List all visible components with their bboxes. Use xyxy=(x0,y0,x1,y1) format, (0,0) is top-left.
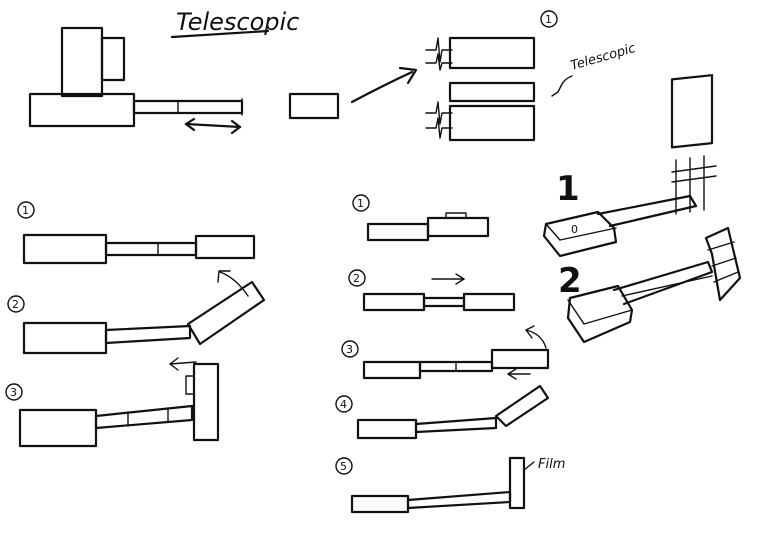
step-number: 1 xyxy=(545,13,552,26)
upper-block xyxy=(60,26,104,98)
push-arrow-head xyxy=(169,357,179,371)
film-plate xyxy=(508,456,526,510)
base-block xyxy=(366,222,430,242)
telescopic-note: Telescopic xyxy=(569,41,637,74)
base-block xyxy=(22,233,108,265)
spring-mark xyxy=(425,53,453,71)
film-frame xyxy=(704,226,742,302)
end-block xyxy=(194,234,256,260)
step-circle xyxy=(17,201,35,219)
rotate-arrow xyxy=(219,271,249,297)
step-circle xyxy=(348,269,366,287)
step-number: 1 xyxy=(22,204,29,217)
plate-clip xyxy=(185,375,195,395)
step-circle xyxy=(352,194,370,212)
box-block xyxy=(542,210,618,258)
step-circle xyxy=(335,395,353,413)
base-block xyxy=(350,494,410,514)
step-number: 1 xyxy=(357,197,364,210)
perspective-arm xyxy=(612,260,714,306)
double-arrow xyxy=(184,122,242,129)
box-mark: 0 xyxy=(571,223,578,236)
step-circle xyxy=(335,457,353,475)
perspective-arm xyxy=(596,194,698,228)
base-block xyxy=(18,408,98,448)
return-arrow-head xyxy=(507,368,517,380)
upper-block-side xyxy=(100,36,126,82)
rotate-arrow-head xyxy=(525,325,535,339)
middle-sequence: 1 2 3 4 5 Film xyxy=(335,194,565,514)
base-block xyxy=(356,418,418,440)
push-arrow xyxy=(169,361,197,365)
box-edge xyxy=(567,299,633,325)
step-circle xyxy=(540,10,558,28)
film-frame xyxy=(670,74,714,149)
step-number-large: 2 xyxy=(558,261,582,301)
tilted-end-block xyxy=(494,384,550,428)
frame-grid xyxy=(671,155,717,215)
step-number: 2 xyxy=(12,298,19,311)
note-leader xyxy=(551,75,573,97)
step-number: 4 xyxy=(340,398,347,411)
step-number: 3 xyxy=(346,343,353,356)
rotate-arrow-head xyxy=(217,270,231,283)
spring-mark xyxy=(425,37,453,63)
box-block xyxy=(566,284,634,344)
step-number: 5 xyxy=(340,460,347,473)
slider-block xyxy=(462,292,516,312)
telescope-arm xyxy=(406,490,512,510)
film-label: Film xyxy=(538,457,565,472)
slider-tab xyxy=(445,212,467,219)
base-block xyxy=(362,292,426,312)
step-number: 3 xyxy=(10,386,17,399)
base-block xyxy=(22,321,108,355)
curved-arrow-head xyxy=(398,66,418,85)
step-circle xyxy=(341,340,359,358)
end-block xyxy=(288,92,340,120)
telescope-arm xyxy=(104,324,192,345)
stack-plate-bottom xyxy=(448,104,536,142)
tilted-end-block xyxy=(186,280,266,346)
telescope-arm xyxy=(422,296,466,308)
telescope-arm xyxy=(132,99,244,115)
step-number-large: 1 xyxy=(556,169,580,209)
base-block xyxy=(362,360,422,380)
telescope-arm xyxy=(94,404,194,430)
spring-mark xyxy=(425,101,453,125)
box-edge xyxy=(545,223,617,241)
stack-plate-top xyxy=(448,36,536,70)
step-circle xyxy=(5,383,23,401)
main-telescopic-sketch xyxy=(28,26,340,135)
title: Telescopic xyxy=(176,8,299,36)
film-leader xyxy=(523,461,535,471)
curved-arrow xyxy=(350,70,414,104)
double-arrow-left-head xyxy=(184,117,196,132)
rotate-arrow xyxy=(525,329,547,349)
stack-detail: 1 Telescopic xyxy=(425,10,637,142)
title-underline xyxy=(170,29,270,39)
step-number: 2 xyxy=(353,272,360,285)
left-sequence: 1 2 3 xyxy=(5,201,266,448)
spring-mark xyxy=(425,117,453,139)
telescope-arm xyxy=(104,241,198,257)
move-arrow-head xyxy=(455,273,465,285)
vertical-plate xyxy=(192,362,220,442)
perspective-sequence: 1 0 2 xyxy=(542,74,742,344)
base-block xyxy=(28,92,136,128)
arm-line xyxy=(621,275,713,297)
telescope-arm xyxy=(414,416,498,434)
frame-grid xyxy=(707,241,739,283)
stack-plate-middle xyxy=(448,81,536,103)
slider-block xyxy=(426,216,490,238)
double-arrow-right-head xyxy=(230,119,242,135)
step-circle xyxy=(7,295,25,313)
end-block xyxy=(490,348,550,370)
